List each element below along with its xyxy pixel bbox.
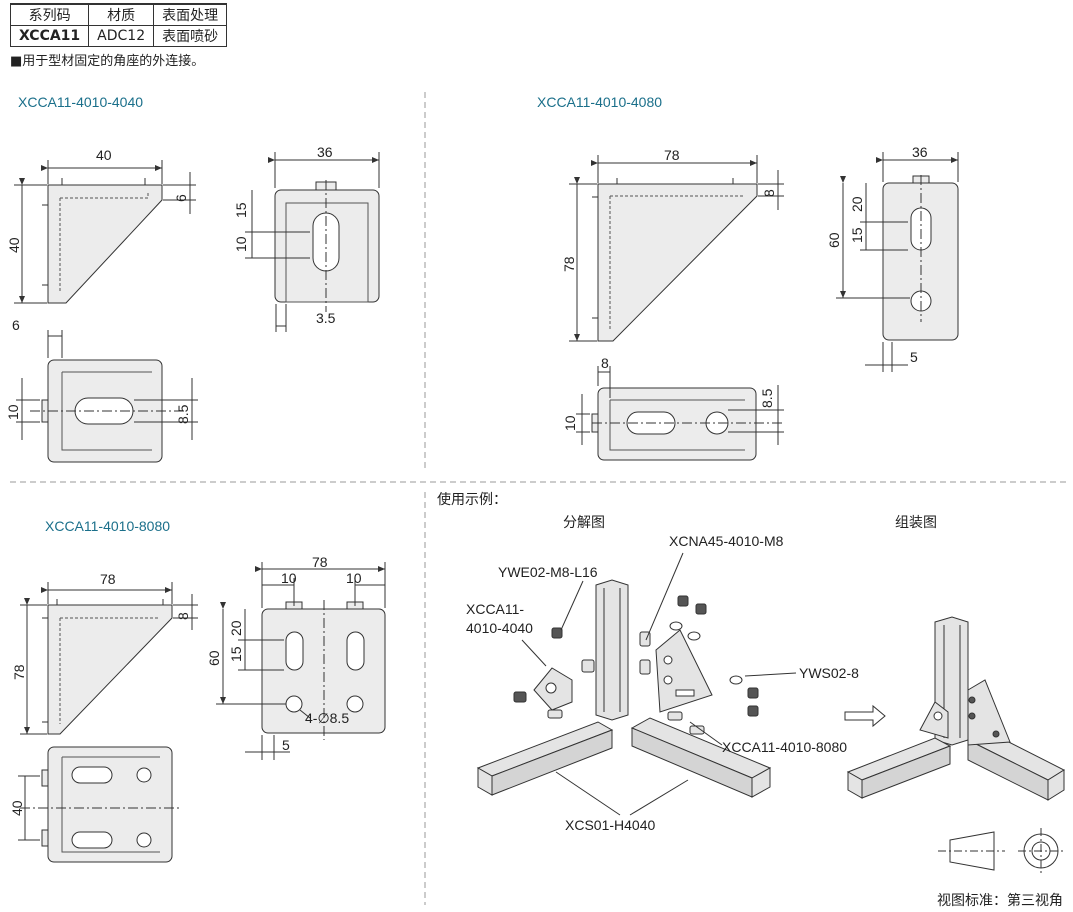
dim-b-width: 78: [664, 147, 680, 163]
dim-a-side-35: 3.5: [316, 310, 336, 326]
callout-xcna: XCNA45-4010-M8: [669, 533, 784, 549]
dim-b-bot-8: 8: [601, 355, 609, 371]
dim-b-side-w: 36: [912, 144, 928, 160]
dim-a-thick: 6: [173, 194, 189, 202]
view-a-bottom: [16, 330, 198, 463]
exploded-assembly: [476, 579, 772, 798]
view-title-a: XCCA11-4010-4040: [18, 94, 144, 110]
dim-a-side-w: 36: [317, 144, 333, 160]
dim-b-bot-85: 8.5: [759, 388, 775, 408]
view-a-front: [14, 160, 196, 304]
dim-b-height: 78: [561, 256, 577, 272]
spec-header: 系列码: [9, 3, 90, 26]
callout-xcs: XCS01-H4040: [565, 817, 655, 833]
dim-b-side-15: 15: [849, 227, 865, 243]
view-c-front: [20, 582, 198, 735]
view-b-side: [836, 152, 959, 372]
dim-c-width: 78: [100, 571, 116, 587]
spec-material: ADC12: [88, 25, 155, 47]
callout-leaders: [521, 552, 797, 816]
spec-surface: 表面喷砂: [153, 25, 228, 47]
view-c-side: [216, 562, 386, 760]
dim-b-side-60: 60: [826, 232, 842, 248]
dim-c-side-15: 15: [228, 646, 244, 662]
dim-b-side-20: 20: [849, 196, 865, 212]
dim-c-side-60: 60: [206, 650, 222, 666]
dim-a-side-15: 15: [233, 202, 249, 218]
dim-a-bot-6: 6: [12, 317, 20, 333]
view-b-front: [569, 155, 784, 342]
dim-a-bot-10: 10: [5, 404, 21, 420]
view-title-b: XCCA11-4010-4080: [537, 94, 663, 110]
assembly-arrow: [844, 704, 886, 728]
dim-a-bot-85: 8.5: [175, 404, 191, 424]
dim-c-bot-40: 40: [9, 800, 25, 816]
spec-header: 材质: [88, 3, 155, 26]
dim-a-width: 40: [96, 147, 112, 163]
spec-table: 系列码 材质 表面处理 XCCA11 ADC12 表面喷砂: [9, 3, 228, 47]
assembled-view: [846, 616, 1066, 801]
usage-note: ■用于型材固定的角座的外连接。: [10, 54, 205, 69]
dim-c-side-20: 20: [228, 620, 244, 636]
callout-yws: YWS02-8: [799, 665, 859, 681]
view-a-side: [245, 152, 380, 332]
dim-c-side-hole: 4-∅8.5: [305, 710, 349, 726]
dim-c-side-w: 78: [312, 554, 328, 570]
assembled-title: 组装图: [895, 514, 937, 530]
dim-a-height: 40: [6, 237, 22, 253]
spec-series-code: XCCA11: [9, 25, 90, 47]
callout-xcca-c: XCCA11-4010-8080: [722, 739, 847, 755]
dim-c-height: 78: [11, 664, 27, 680]
dim-c-side-5: 5: [282, 737, 290, 753]
usage-title: 使用示例：: [437, 491, 507, 507]
dim-c-side-10b: 10: [346, 570, 362, 586]
view-standard: 视图标准：第三视角: [937, 892, 1063, 908]
view-title-c: XCCA11-4010-8080: [45, 518, 171, 534]
separators: [10, 92, 1068, 905]
callout-ywe: YWE02-M8-L16: [498, 564, 598, 580]
dim-b-bot-10: 10: [562, 415, 578, 431]
callout-xcca-b: 4010-4040: [466, 620, 533, 636]
dim-b-thick: 8: [761, 189, 777, 197]
exploded-title: 分解图: [563, 514, 605, 530]
spec-header: 表面处理: [153, 3, 228, 26]
dim-a-side-10: 10: [233, 236, 249, 252]
dim-c-thick: 8: [175, 612, 191, 620]
projection-symbol: [938, 828, 1064, 874]
dim-b-side-5: 5: [910, 349, 918, 365]
view-b-bottom: [576, 366, 785, 461]
view-c-bottom: [18, 746, 180, 863]
dim-c-side-10a: 10: [281, 570, 297, 586]
callout-xcca-a: XCCA11-: [466, 601, 524, 617]
